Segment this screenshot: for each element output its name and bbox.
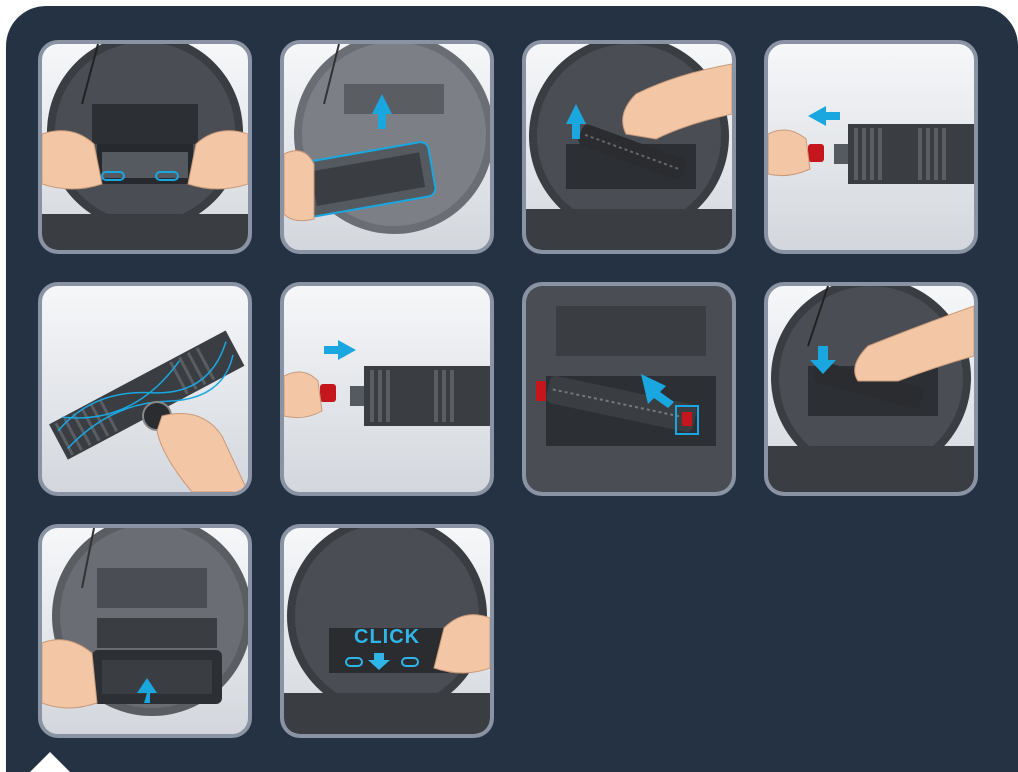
step-card-5 [38, 282, 252, 496]
panel-notch [30, 752, 70, 772]
insert-brush-into-slot-icon [526, 286, 732, 492]
remove-brush-end-cap-icon [768, 44, 974, 250]
step-card-1 [38, 40, 252, 254]
remove-main-brush-icon [526, 44, 732, 250]
step-card-7 [522, 282, 736, 496]
step-card-6 [280, 282, 494, 496]
step-card-9 [38, 524, 252, 738]
step-card-8 [764, 282, 978, 496]
hands-release-brush-guard-icon [42, 44, 248, 250]
reinstall-end-cap-icon [284, 286, 490, 492]
click-guard-into-place-icon: CLICK [284, 528, 490, 734]
press-brush-down-icon [768, 286, 974, 492]
lift-brush-guard-icon [284, 44, 490, 250]
step-card-2 [280, 40, 494, 254]
step-card-3 [522, 40, 736, 254]
step-card-10: CLICK [280, 524, 494, 738]
cut-tangled-hair-icon [42, 286, 248, 492]
step-card-4 [764, 40, 978, 254]
click-label: CLICK [354, 626, 420, 648]
replace-brush-guard-icon [42, 528, 248, 734]
